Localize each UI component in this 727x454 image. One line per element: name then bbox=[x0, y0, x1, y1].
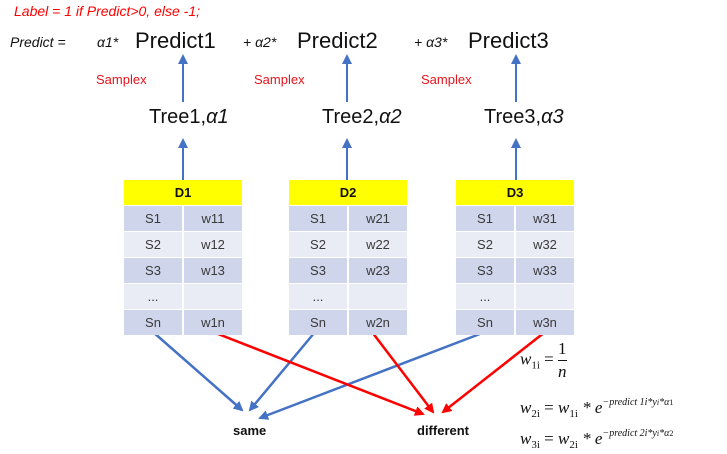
d3-weight: w31 bbox=[515, 205, 574, 232]
tree1-alpha: α1 bbox=[206, 106, 229, 128]
predict-equation-prefix: Predict = bbox=[10, 34, 66, 50]
f2-exp-main: −predict 1i*y bbox=[602, 397, 657, 408]
f3-exp-sub: i bbox=[656, 429, 660, 438]
d2-sample: S1 bbox=[289, 205, 349, 232]
f2-rhs-sub: 1i bbox=[569, 408, 578, 420]
d1-weight: w1n bbox=[183, 309, 242, 335]
arrow-d2sn-same bbox=[248, 331, 316, 412]
d3-sample: S2 bbox=[456, 231, 516, 258]
d2-weight: w22 bbox=[348, 231, 407, 258]
d1-sample: ... bbox=[124, 283, 184, 310]
f2-eq: = bbox=[544, 398, 554, 417]
d3-weight: w3n bbox=[515, 309, 574, 335]
f3-exponent: −predict 2i*yi*α2 bbox=[602, 428, 673, 439]
f2-exponent: −predict 1i*yi*α1 bbox=[602, 397, 673, 408]
d1-header: D1 bbox=[124, 180, 242, 206]
d2-weight: w21 bbox=[348, 205, 407, 232]
tree1-label: Tree1,α1 bbox=[149, 106, 229, 129]
predict3-label: Predict3 bbox=[468, 28, 549, 53]
f3-exp-tail: *α bbox=[659, 428, 670, 439]
d1-weight: w12 bbox=[183, 231, 242, 258]
tree3-alpha: α3 bbox=[541, 106, 564, 128]
d2-weight: w2n bbox=[348, 309, 407, 335]
f3-exp-main: −predict 2i*y bbox=[602, 428, 657, 439]
d1-weight: w11 bbox=[183, 205, 242, 232]
f1-eq: = bbox=[544, 349, 554, 369]
samplex-label-2: Samplex bbox=[254, 72, 305, 87]
d2-sample: S3 bbox=[289, 257, 349, 284]
predict2-label: Predict2 bbox=[297, 28, 378, 53]
d3-sample: S3 bbox=[456, 257, 516, 284]
d3-header: D3 bbox=[456, 180, 574, 206]
tree1-name: Tree1, bbox=[149, 106, 207, 128]
samplex-label-1: Samplex bbox=[96, 72, 147, 87]
d2-header: D2 bbox=[289, 180, 407, 206]
d1-sample: Sn bbox=[124, 309, 184, 335]
f2-times-e: * e bbox=[577, 398, 603, 417]
f2-lhs: w bbox=[520, 398, 532, 417]
arrow-d3wn-different bbox=[441, 331, 546, 414]
f3-exp-tail-sub: 2 bbox=[669, 429, 674, 438]
tree3-label: Tree3,α3 bbox=[484, 106, 564, 129]
d1-weight bbox=[183, 283, 242, 310]
f3-eq: = bbox=[544, 429, 554, 448]
coef-alpha3: + α3* bbox=[414, 34, 448, 50]
f1-numerator: 1 bbox=[558, 338, 567, 361]
predict1-label: Predict1 bbox=[135, 28, 216, 53]
arrow-d3sn-same bbox=[258, 330, 486, 420]
f2-lhs-sub: 2i bbox=[531, 408, 540, 420]
coef-alpha2: + α2* bbox=[243, 34, 277, 50]
d1-sample: S1 bbox=[124, 205, 184, 232]
different-label: different bbox=[417, 423, 469, 438]
f1-fraction: 1 n bbox=[558, 338, 567, 383]
tree3-name: Tree3, bbox=[484, 106, 542, 128]
f3-rhs: w bbox=[558, 429, 570, 448]
tree2-label: Tree2,α2 bbox=[322, 106, 402, 129]
arrow-d1sn-same bbox=[152, 331, 244, 412]
formula-w1: w1i = 1 n bbox=[520, 338, 567, 383]
f2-exp-tail-sub: 1 bbox=[669, 398, 674, 407]
d3-weight: w33 bbox=[515, 257, 574, 284]
d1-sample: S2 bbox=[124, 231, 184, 258]
d2-weight bbox=[348, 283, 407, 310]
formula-w3: w3i = w2i * e−predict 2i*yi*α2 bbox=[520, 428, 673, 451]
f3-lhs: w bbox=[520, 429, 532, 448]
f1-lhs: w bbox=[520, 349, 532, 369]
d2-sample: Sn bbox=[289, 309, 349, 335]
arrow-d2wn-different bbox=[371, 331, 435, 414]
d3-sample: Sn bbox=[456, 309, 516, 335]
label-rule: Label = 1 if Predict>0, else -1; bbox=[14, 3, 200, 19]
d2-weight: w23 bbox=[348, 257, 407, 284]
formula-w2: w2i = w1i * e−predict 1i*yi*α1 bbox=[520, 397, 673, 420]
f1-denominator: n bbox=[558, 362, 567, 381]
tree2-alpha: α2 bbox=[379, 106, 402, 128]
f3-rhs-sub: 2i bbox=[569, 439, 578, 451]
f2-exp-tail: *α bbox=[659, 397, 670, 408]
arrow-d1wn-different bbox=[212, 330, 425, 416]
d3-sample: ... bbox=[456, 283, 516, 310]
d1-sample: S3 bbox=[124, 257, 184, 284]
f2-exp-sub: i bbox=[656, 398, 660, 407]
f1-lhs-sub: 1i bbox=[531, 359, 540, 372]
f3-lhs-sub: 3i bbox=[531, 439, 540, 451]
d3-weight bbox=[515, 283, 574, 310]
d3-sample: S1 bbox=[456, 205, 516, 232]
f2-rhs: w bbox=[558, 398, 570, 417]
d3-weight: w32 bbox=[515, 231, 574, 258]
samplex-label-3: Samplex bbox=[421, 72, 472, 87]
coef-alpha1: α1* bbox=[97, 34, 119, 50]
d1-weight: w13 bbox=[183, 257, 242, 284]
d2-sample: ... bbox=[289, 283, 349, 310]
same-label: same bbox=[233, 423, 267, 438]
tree2-name: Tree2, bbox=[322, 106, 380, 128]
d2-sample: S2 bbox=[289, 231, 349, 258]
f3-times-e: * e bbox=[577, 429, 603, 448]
